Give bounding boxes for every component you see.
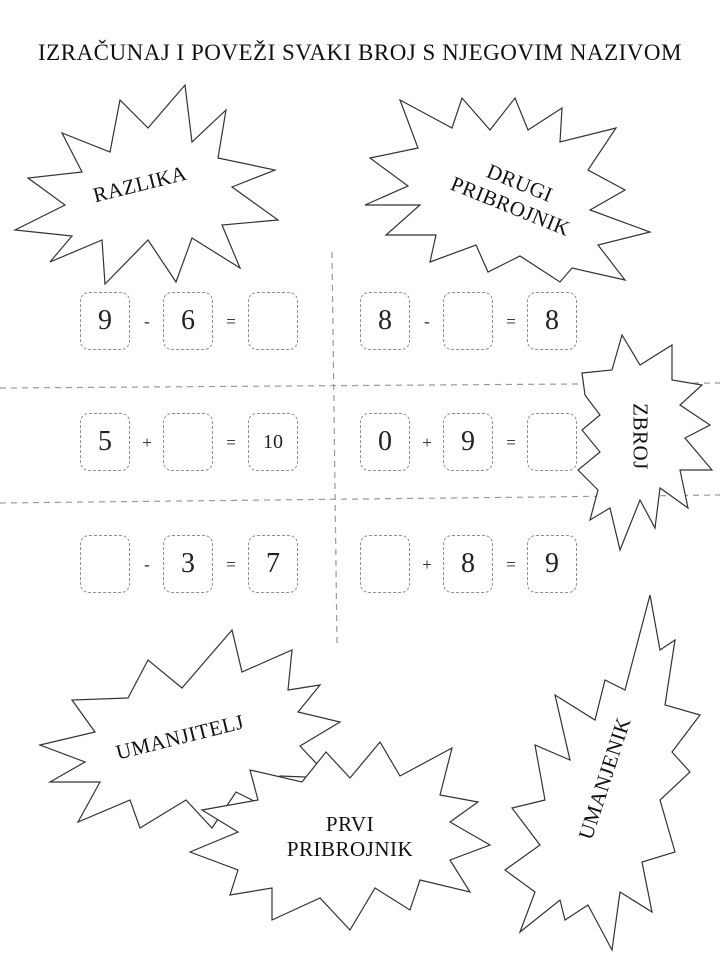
eq4-equals: = <box>506 433 516 452</box>
starburst-umanjenik <box>503 594 702 952</box>
eq5-result[interactable]: 7 <box>248 535 298 593</box>
eq5-equals: = <box>226 555 236 574</box>
eq2-operand-b[interactable] <box>443 292 493 350</box>
worksheet-title: IZRAČUNAJ I POVEŽI SVAKI BROJ S NJEGOVIM… <box>38 40 682 65</box>
eq4-operator: + <box>422 433 432 452</box>
eq4-operand-b[interactable]: 9 <box>443 413 493 471</box>
starburst-prvi-pribrojnik <box>188 740 492 931</box>
eq2-result[interactable]: 8 <box>527 292 577 350</box>
starburst-drugi-pribrojnik <box>364 96 653 283</box>
starburst-razlika <box>12 83 280 286</box>
eq6-equals: = <box>506 555 516 574</box>
label-prvi-line1: PRVI <box>325 812 375 836</box>
starburst-zbroj <box>577 333 714 552</box>
eq1-operator: - <box>144 312 150 331</box>
eq3-operand-b[interactable] <box>163 413 213 471</box>
eq1-operand-a[interactable]: 9 <box>80 292 130 350</box>
eq6-operator: + <box>422 555 432 574</box>
eq6-operand-b[interactable]: 8 <box>443 535 493 593</box>
eq1-result[interactable] <box>248 292 298 350</box>
eq4-operand-a[interactable]: 0 <box>360 413 410 471</box>
eq5-operand-a[interactable] <box>80 535 130 593</box>
eq6-result[interactable]: 9 <box>527 535 577 593</box>
eq2-equals: = <box>506 312 516 331</box>
eq2-operand-a[interactable]: 8 <box>360 292 410 350</box>
eq5-operator: - <box>144 555 150 574</box>
eq3-operand-a[interactable]: 5 <box>80 413 130 471</box>
eq5-operand-b[interactable]: 3 <box>163 535 213 593</box>
label-zbroj[interactable]: ZBROJ <box>628 392 653 482</box>
eq3-operator: + <box>142 433 152 452</box>
eq3-result[interactable]: 10 <box>248 413 298 471</box>
eq3-equals: = <box>226 433 236 452</box>
label-zbroj-text: ZBROJ <box>628 403 653 470</box>
label-prvi-line2: PRIBROJNIK <box>286 837 414 861</box>
eq2-operator: - <box>424 312 430 331</box>
label-prvi-pribrojnik[interactable]: PRVI PRIBROJNIK <box>275 812 425 862</box>
eq1-operand-b[interactable]: 6 <box>163 292 213 350</box>
eq1-equals: = <box>226 312 236 331</box>
eq4-result[interactable] <box>527 413 577 471</box>
eq6-operand-a[interactable] <box>360 535 410 593</box>
